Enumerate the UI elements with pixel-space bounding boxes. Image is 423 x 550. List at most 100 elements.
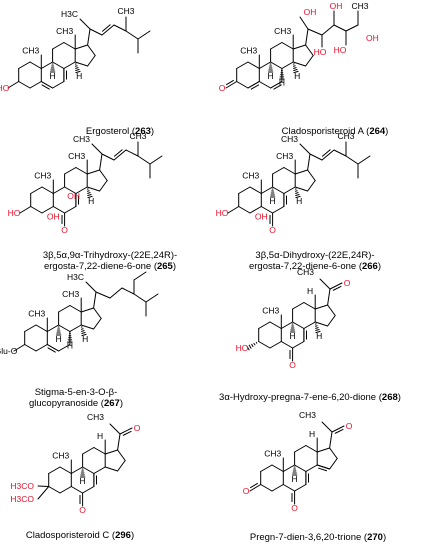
ring-bond: [292, 61, 307, 67]
ring-bond: [59, 466, 72, 474]
hashed-bond: [315, 329, 320, 331]
ring-bond: [41, 186, 54, 194]
hydroxyl-label: HO: [236, 343, 249, 353]
ring-bond: [93, 447, 106, 455]
ring-bond: [24, 324, 37, 332]
bond: [145, 293, 159, 303]
ring-bond: [281, 61, 294, 69]
hashed-bond: [295, 192, 299, 194]
carbonyl-o-label: O: [79, 505, 86, 515]
compound-c267: CH3CH3Glu-OH3CHHHStigma-5-en-3-O-β-gluco…: [0, 271, 159, 409]
ring-bond: [48, 466, 61, 474]
double-bond: [249, 484, 262, 492]
ring-bond: [307, 169, 316, 181]
bond: [321, 24, 335, 36]
ring-bond: [260, 186, 274, 194]
compound-c263: CH3CH3H3CCH3HOHHErgosterol (263): [0, 6, 154, 137]
ring-bond: [307, 180, 316, 192]
ring-bond: [74, 61, 89, 67]
hashed-bond: [248, 344, 252, 349]
ring-bond: [316, 447, 331, 453]
methyl-label: H: [97, 431, 103, 441]
bond: [149, 155, 163, 165]
carbonyl-o-label: O: [289, 360, 296, 370]
compound-number: 296: [115, 530, 131, 541]
ring-bond: [18, 81, 31, 89]
bond: [101, 153, 115, 161]
carbonyl-o-label: O: [291, 503, 298, 513]
compound-number: 263: [135, 126, 151, 137]
methyl-label: CH3: [337, 131, 354, 141]
compound-caption: ergosta-7,22-diene-6-one (265): [44, 261, 176, 272]
ring-bond: [305, 44, 314, 56]
hydroxyl-label: HO: [314, 47, 327, 57]
double-bond: [122, 430, 132, 436]
hashed-bond: [87, 192, 91, 194]
bond: [305, 28, 309, 46]
methyl-label: CH3: [281, 134, 298, 144]
hashed-bond: [87, 195, 93, 199]
bond: [137, 30, 151, 40]
hashed-bond: [81, 330, 85, 332]
bond: [327, 288, 331, 306]
double-bond: [329, 282, 343, 290]
bond: [99, 153, 103, 171]
double-bond: [113, 149, 127, 161]
methyl-label: CH3: [240, 46, 257, 56]
ring-bond: [35, 324, 48, 332]
bond: [345, 155, 359, 165]
double-bond: [226, 79, 234, 86]
bond: [37, 485, 50, 487]
ring-bond: [280, 321, 294, 329]
compound-caption: Cladosporisteroid A (264): [282, 126, 389, 137]
ring-bond: [236, 61, 249, 69]
compound-number: 267: [104, 398, 120, 409]
carbonyl-o-label: O: [134, 423, 141, 433]
bond: [133, 271, 147, 281]
hashed-bond: [253, 342, 256, 346]
methyl-label: CH3: [299, 410, 316, 420]
ring-bond: [24, 344, 37, 352]
ring-bond: [272, 167, 285, 175]
bond: [91, 143, 103, 155]
hashed-bond: [293, 69, 298, 71]
ring-bond: [75, 167, 88, 175]
ring-bond: [75, 186, 88, 194]
bond: [7, 81, 20, 89]
ring-bond: [58, 305, 71, 313]
ring-bond: [238, 206, 251, 214]
ring-bond: [80, 324, 95, 330]
compound-caption-tail: ): [398, 392, 401, 403]
ring-bond: [63, 42, 76, 50]
compound-caption-tail: ): [120, 398, 123, 409]
ring-bond: [70, 466, 84, 474]
ring-bond: [58, 324, 71, 332]
hydroxyl-label: HO: [0, 83, 10, 93]
carbonyl-o-label: O: [344, 278, 351, 288]
bond: [133, 293, 147, 303]
methyl-label: CH3: [117, 6, 134, 16]
ring-bond: [269, 341, 282, 349]
ring-bond: [82, 447, 95, 455]
ring-bond: [272, 186, 285, 194]
bond: [125, 149, 139, 157]
ring-bond: [40, 61, 54, 69]
compound-caption-tail: ): [385, 126, 388, 137]
bond: [307, 28, 323, 36]
double-bond: [46, 344, 60, 352]
bond: [321, 421, 333, 433]
methyl-label: CH3: [351, 1, 368, 11]
hydroxyl-label: OH: [366, 33, 379, 43]
ring-bond: [41, 206, 54, 214]
compound-caption: 3β,5α-Dihydroxy-(22E,24R)-: [255, 250, 374, 261]
compound-caption: Stigma-5-en-3-O-β-: [35, 387, 118, 398]
ring-bond: [283, 167, 296, 175]
bond: [85, 281, 97, 293]
ring-bond: [269, 321, 282, 329]
hydrogen-label: H: [290, 331, 296, 341]
ring-bond: [303, 302, 316, 310]
ring-bond: [104, 449, 119, 455]
double-bond: [270, 81, 283, 89]
